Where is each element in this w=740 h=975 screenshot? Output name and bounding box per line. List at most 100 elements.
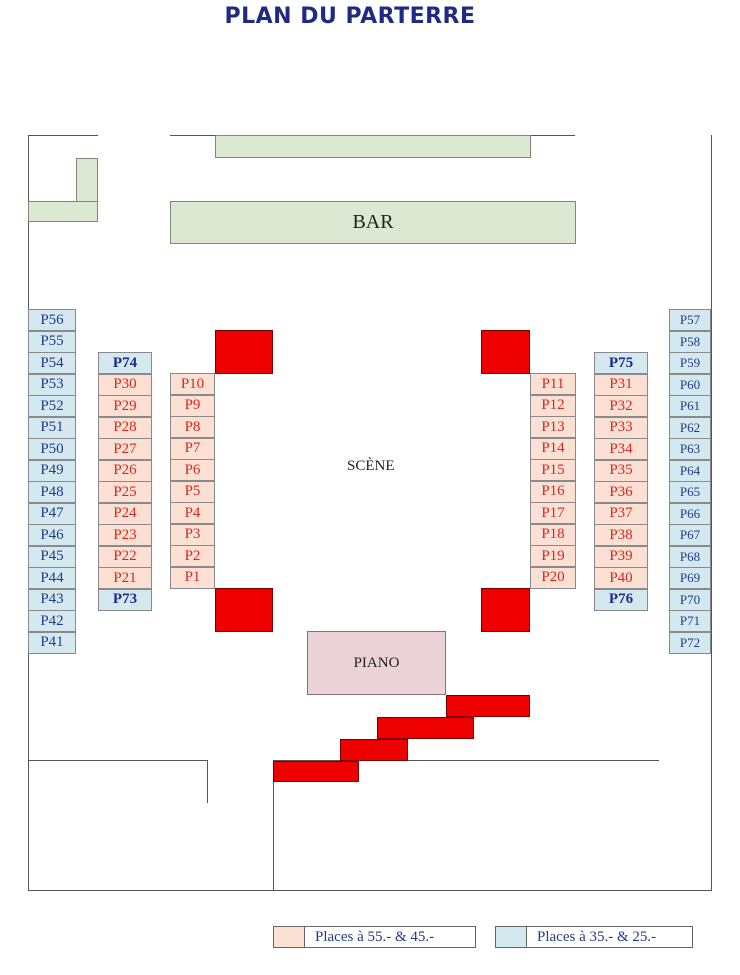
seat-p11[interactable]: P11 [530, 373, 576, 395]
seat-p4[interactable]: P4 [170, 502, 215, 524]
piano-label: PIANO [353, 654, 400, 671]
seat-p45[interactable]: P45 [28, 545, 76, 568]
seat-p73[interactable]: P73 [98, 588, 152, 611]
seat-p15[interactable]: P15 [530, 459, 576, 481]
wall-lower-left-horizontal [28, 760, 208, 761]
seat-p43[interactable]: P43 [28, 588, 76, 611]
seat-p19[interactable]: P19 [530, 545, 576, 567]
scene-label: SCÈNE [347, 458, 395, 474]
seat-p53[interactable]: P53 [28, 373, 76, 396]
seat-p30[interactable]: P30 [98, 373, 152, 396]
seat-p17[interactable]: P17 [530, 502, 576, 524]
bar-label: BAR [352, 211, 394, 233]
seat-p49[interactable]: P49 [28, 459, 76, 482]
seat-p38[interactable]: P38 [594, 524, 648, 546]
seat-p18[interactable]: P18 [530, 523, 576, 546]
page-title: PLAN DU PARTERRE [224, 4, 476, 29]
wall-lower-right-horizontal [273, 760, 659, 761]
seat-p41[interactable]: P41 [28, 631, 76, 654]
seat-p28[interactable]: P28 [98, 416, 152, 439]
seat-p71[interactable]: P71 [669, 610, 711, 632]
seat-p10[interactable]: P10 [170, 373, 215, 395]
seat-p62[interactable]: P62 [669, 416, 711, 439]
seat-p33[interactable]: P33 [594, 416, 648, 439]
seat-p23[interactable]: P23 [98, 524, 152, 546]
seat-p44[interactable]: P44 [28, 567, 76, 589]
stage-block-top-left [215, 330, 273, 374]
seat-p22[interactable]: P22 [98, 545, 152, 568]
legend-label-premium: Places à 55.- & 45.- [315, 928, 435, 945]
seat-p52[interactable]: P52 [28, 395, 76, 417]
legend-item-standard: Places à 35.- & 25.- [495, 926, 693, 948]
seat-p2[interactable]: P2 [170, 545, 215, 567]
seat-p13[interactable]: P13 [530, 416, 576, 438]
seat-p46[interactable]: P46 [28, 524, 76, 546]
seat-p29[interactable]: P29 [98, 395, 152, 417]
stage-block-bottom-right [481, 588, 530, 632]
seat-p5[interactable]: P5 [170, 480, 215, 503]
seat-p65[interactable]: P65 [669, 481, 711, 503]
counter-top [215, 135, 531, 158]
seat-p7[interactable]: P7 [170, 437, 215, 460]
seat-p8[interactable]: P8 [170, 416, 215, 438]
seat-p31[interactable]: P31 [594, 373, 648, 396]
seat-p47[interactable]: P47 [28, 502, 76, 525]
seat-p20[interactable]: P20 [530, 566, 576, 589]
stair-step-4 [273, 761, 359, 782]
seat-p64[interactable]: P64 [669, 459, 711, 482]
seat-p26[interactable]: P26 [98, 459, 152, 482]
seat-p14[interactable]: P14 [530, 437, 576, 460]
seat-p21[interactable]: P21 [98, 567, 152, 589]
seat-p63[interactable]: P63 [669, 438, 711, 460]
seat-p69[interactable]: P69 [669, 567, 711, 589]
seat-p40[interactable]: P40 [594, 567, 648, 589]
seat-p54[interactable]: P54 [28, 352, 76, 374]
legend-item-premium: Places à 55.- & 45.- [273, 926, 476, 948]
seat-p57[interactable]: P57 [669, 309, 711, 331]
piano: PIANO [307, 631, 446, 695]
seat-p37[interactable]: P37 [594, 502, 648, 525]
seat-p66[interactable]: P66 [669, 502, 711, 525]
seat-p12[interactable]: P12 [530, 394, 576, 417]
seat-p50[interactable]: P50 [28, 438, 76, 460]
seat-p34[interactable]: P34 [594, 438, 648, 460]
seat-p16[interactable]: P16 [530, 480, 576, 503]
seat-p74[interactable]: P74 [98, 352, 152, 374]
seat-p39[interactable]: P39 [594, 545, 648, 568]
seat-p51[interactable]: P51 [28, 416, 76, 439]
seat-p67[interactable]: P67 [669, 524, 711, 546]
seat-p32[interactable]: P32 [594, 395, 648, 417]
legend-swatch-premium [274, 927, 305, 947]
seat-p35[interactable]: P35 [594, 459, 648, 482]
seat-p76[interactable]: P76 [594, 588, 648, 611]
seat-p1[interactable]: P1 [170, 566, 215, 589]
seat-p27[interactable]: P27 [98, 438, 152, 460]
seat-p9[interactable]: P9 [170, 394, 215, 417]
seat-p55[interactable]: P55 [28, 330, 76, 353]
legend-swatch-standard [496, 927, 527, 947]
counter-top-left-horizontal [28, 201, 98, 222]
seat-p48[interactable]: P48 [28, 481, 76, 503]
wall-top-left [28, 135, 98, 136]
seat-p68[interactable]: P68 [669, 545, 711, 568]
seat-p61[interactable]: P61 [669, 395, 711, 417]
seat-p25[interactable]: P25 [98, 481, 152, 503]
stair-step-1 [446, 695, 530, 717]
wall-bottom [28, 890, 712, 891]
stage-block-bottom-left [215, 588, 273, 632]
seat-p6[interactable]: P6 [170, 459, 215, 481]
seat-p3[interactable]: P3 [170, 523, 215, 546]
seat-p58[interactable]: P58 [669, 330, 711, 353]
stair-step-2 [377, 717, 474, 739]
seat-p42[interactable]: P42 [28, 610, 76, 632]
stage-block-top-right [481, 330, 530, 374]
seat-p36[interactable]: P36 [594, 481, 648, 503]
seat-p72[interactable]: P72 [669, 631, 711, 654]
seat-p56[interactable]: P56 [28, 309, 76, 331]
seat-p75[interactable]: P75 [594, 352, 648, 374]
seat-p59[interactable]: P59 [669, 352, 711, 374]
bar: BAR [170, 201, 576, 244]
seat-p60[interactable]: P60 [669, 373, 711, 396]
seat-p24[interactable]: P24 [98, 502, 152, 525]
seat-p70[interactable]: P70 [669, 588, 711, 611]
